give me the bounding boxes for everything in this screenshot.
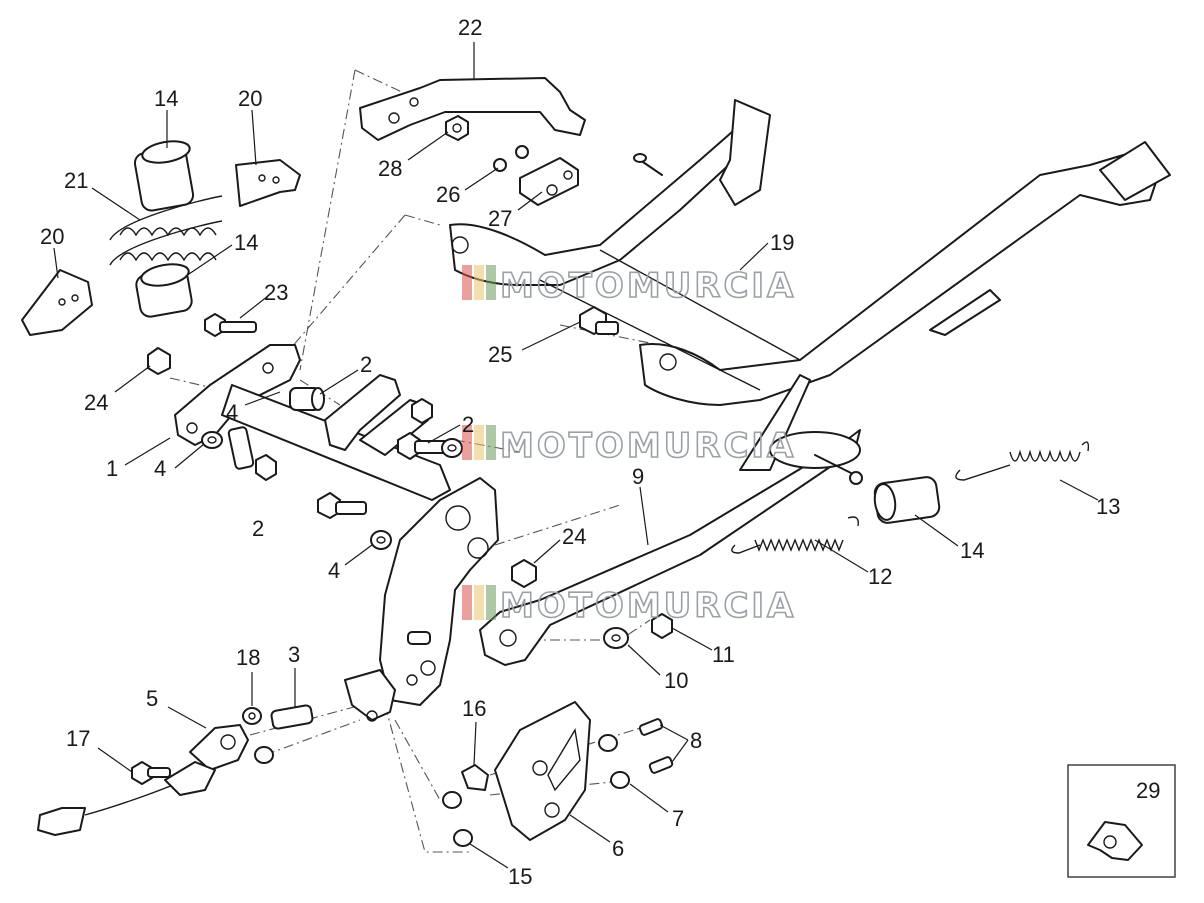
callout-21: 21 <box>64 168 88 193</box>
connector-cable <box>37 761 216 836</box>
callout-14-top: 14 <box>154 86 178 111</box>
springs-21 <box>109 195 223 266</box>
side-stand-9 <box>479 374 863 666</box>
callout-4-low: 4 <box>328 558 340 583</box>
watermark-top: MOTOMURCIA <box>462 265 796 307</box>
callout-20-left: 20 <box>40 224 64 249</box>
callout-15: 15 <box>508 864 532 889</box>
callout-14-mid: 14 <box>234 230 258 255</box>
callout-labels: 22 14 20 21 20 14 28 26 27 19 23 25 24 2… <box>40 15 1160 889</box>
callout-12: 12 <box>868 564 892 589</box>
spring-12 <box>731 516 859 554</box>
nut-28 <box>445 115 469 141</box>
pin-3 <box>270 704 314 730</box>
screws-8 <box>638 718 674 774</box>
callout-24-low: 24 <box>562 524 586 549</box>
sleeve-14-top <box>133 140 195 212</box>
callout-2-low: 2 <box>252 516 264 541</box>
bolt-2-top <box>289 387 325 411</box>
bolt-17 <box>131 761 171 785</box>
callout-14-right: 14 <box>960 538 984 563</box>
bolt-2-lower-left <box>227 426 277 481</box>
callout-10: 10 <box>664 668 688 693</box>
watermark-mid: MOTOMURCIA <box>462 425 796 467</box>
bracket-plate-mid <box>324 374 433 456</box>
callout-1: 1 <box>106 456 118 481</box>
bolt-25 <box>579 306 619 335</box>
callout-4-left: 4 <box>154 456 166 481</box>
callout-7: 7 <box>672 806 684 831</box>
callout-22: 22 <box>458 15 482 40</box>
bolt-2-right <box>397 432 450 460</box>
sleeve-14-right <box>873 476 941 524</box>
nut-24-low <box>511 559 537 588</box>
washer-18 <box>242 707 262 725</box>
callout-3: 3 <box>288 642 300 667</box>
nut-24-top <box>147 347 171 375</box>
washer-15 <box>453 829 473 847</box>
clip-16 <box>461 764 489 791</box>
callout-8: 8 <box>690 728 702 753</box>
watermark-low: MOTOMURCIA <box>462 585 796 627</box>
callout-25: 25 <box>488 342 512 367</box>
bracket-22 <box>359 77 586 141</box>
main-bracket-plate <box>379 477 499 706</box>
inset-29 <box>1067 764 1176 878</box>
pin-top <box>633 153 663 176</box>
callout-24-top: 24 <box>84 390 108 415</box>
watermark-text-mid: MOTOMURCIA <box>500 426 796 466</box>
washer-4-left <box>201 431 223 449</box>
centre-stand-19 <box>449 99 1171 406</box>
washer-7 <box>610 771 630 789</box>
small-bracket <box>344 669 396 722</box>
washer-4-right <box>441 438 463 458</box>
callout-13: 13 <box>1096 494 1120 519</box>
callout-28: 28 <box>378 156 402 181</box>
cover-6 <box>494 701 591 841</box>
sleeve-14-mid <box>135 263 193 318</box>
callout-16: 16 <box>462 696 486 721</box>
clips-26 <box>493 145 529 172</box>
bushing-27 <box>519 157 579 206</box>
callout-5: 5 <box>146 686 158 711</box>
washer-4-low <box>370 530 392 550</box>
spring-13 <box>955 441 1090 481</box>
callout-19: 19 <box>770 230 794 255</box>
washer-15-upper <box>442 791 462 809</box>
bracket-20-left <box>21 269 93 336</box>
bolt-23 <box>204 313 257 337</box>
callout-17: 17 <box>66 726 90 751</box>
callout-18: 18 <box>236 645 260 670</box>
callout-11: 11 <box>712 642 735 667</box>
callout-27: 27 <box>488 206 512 231</box>
callout-29: 29 <box>1136 778 1160 803</box>
callout-23: 23 <box>264 280 288 305</box>
callout-2-right: 2 <box>462 412 474 437</box>
callout-4-top: 4 <box>226 400 238 425</box>
callout-9: 9 <box>632 464 644 489</box>
nut-11 <box>651 613 673 639</box>
callout-20-top: 20 <box>238 86 262 111</box>
callout-2-top: 2 <box>360 352 372 377</box>
callout-26: 26 <box>436 182 460 207</box>
leader-lines <box>53 42 1099 869</box>
callout-6: 6 <box>612 836 624 861</box>
bolt-2-low <box>317 492 367 519</box>
washer-10 <box>603 627 629 649</box>
bracket-20-top <box>235 159 301 207</box>
watermark-text-top: MOTOMURCIA <box>500 266 796 306</box>
washer-18-low <box>254 746 274 764</box>
watermark-text-low: MOTOMURCIA <box>500 586 796 626</box>
washer-7-upper <box>598 734 618 752</box>
